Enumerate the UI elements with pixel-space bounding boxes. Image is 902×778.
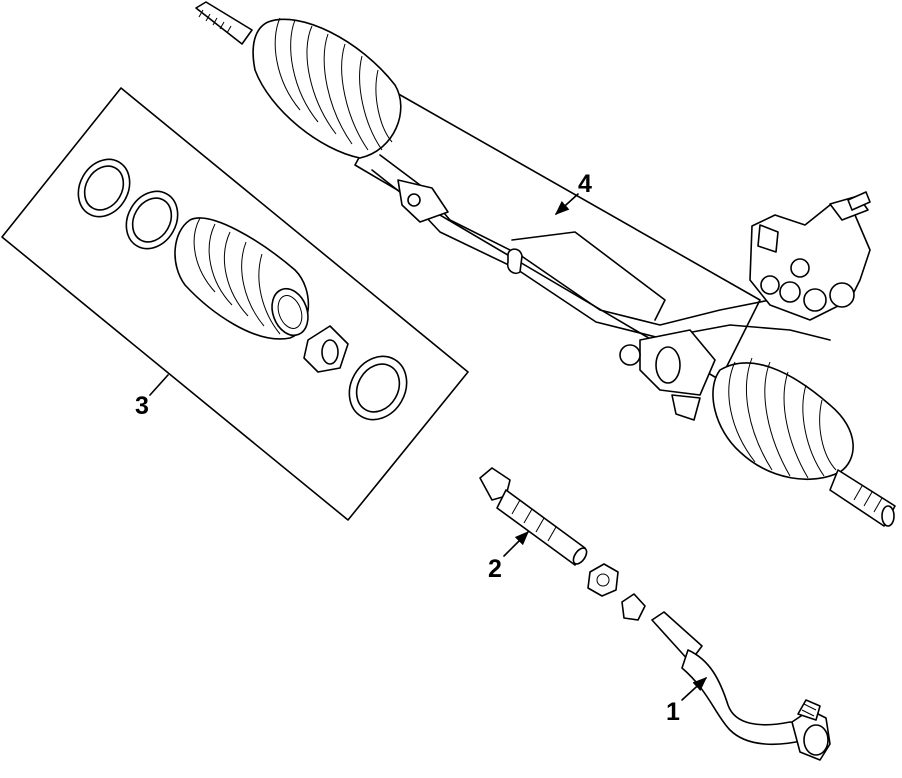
callout-4: 4 [578,170,592,198]
inner-tie-rod [479,467,588,566]
o-ring-2 [125,190,179,250]
boot-kit-frame [1,87,469,521]
leader-2 [503,530,530,557]
rack-right-bellows-boot [712,357,854,481]
callout-2: 2 [488,555,502,583]
inner-tie-rod-group: 2 [479,467,646,621]
leader-1 [681,677,708,701]
leader-4 [554,193,579,215]
rack-housing-tube [354,91,761,381]
boot-kit-group: 3 [1,87,469,521]
adjuster-sleeve [621,593,646,621]
kit-bellows-boot [174,217,310,340]
callout-3: 3 [135,392,149,420]
outer-tie-rod-group: 1 [651,611,831,761]
rack-left-bellows-boot [252,17,402,159]
rack-channel-detail [511,231,666,321]
rack-mount-bracket [397,179,449,223]
clamp-collar [303,325,349,373]
rack-valve-body [749,191,871,321]
jam-nut [587,563,619,597]
rack-lower-mount [619,329,716,421]
o-ring-3 [348,355,408,421]
callout-1: 1 [666,698,680,726]
leader-3 [149,374,169,396]
o-ring-1 [77,158,131,218]
steering-rack-assembly: 4 [195,1,896,527]
rack-right-end-stub [829,469,896,527]
rack-left-end-stub [195,1,253,45]
outer-tie-rod-end [651,611,831,761]
